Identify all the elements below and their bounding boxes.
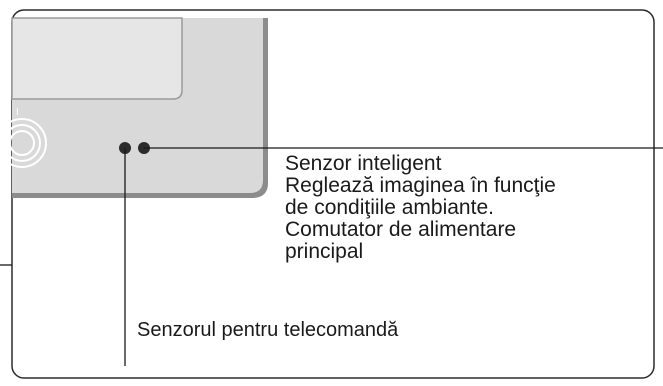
smart-sensor-title: Senzor inteligent [285,152,442,175]
main-power-switch-line1: Comutator de alimentare [285,218,517,241]
smart-sensor-callout: Senzor inteligent Reglează imaginea în f… [285,153,556,263]
main-power-switch-line2: principal [285,240,364,263]
smart-sensor-desc-line2: de condiţiile ambiante. [285,196,494,219]
tv-screen [11,17,183,100]
remote-sensor-callout: Senzorul pentru telecomandă [137,319,399,341]
power-indicator-mark: I [16,107,19,118]
smart-sensor-desc-line1: Reglează imaginea în funcţie [285,174,556,197]
power-button-icon [0,118,47,168]
